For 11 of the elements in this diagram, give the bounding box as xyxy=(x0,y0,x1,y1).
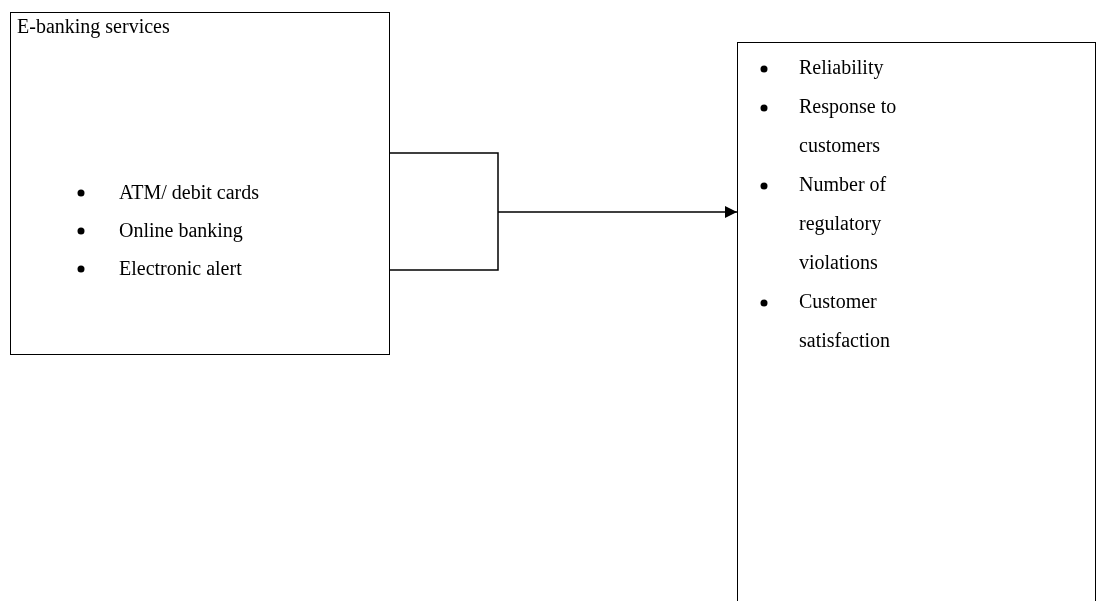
list-item: ATM/ debit cards xyxy=(119,180,260,205)
list-item: Electronic alert xyxy=(119,256,243,281)
list-item: Number of regulatory violations xyxy=(799,172,888,275)
text-box xyxy=(737,42,1096,601)
list-item: Reliability xyxy=(799,55,885,81)
heading: E-banking services xyxy=(17,15,170,38)
list-item: Response to customers xyxy=(799,94,898,158)
text-box xyxy=(10,12,390,355)
list-item: Online banking xyxy=(119,218,244,244)
list-item: Customer satisfaction xyxy=(799,289,892,353)
arrow xyxy=(389,152,738,271)
